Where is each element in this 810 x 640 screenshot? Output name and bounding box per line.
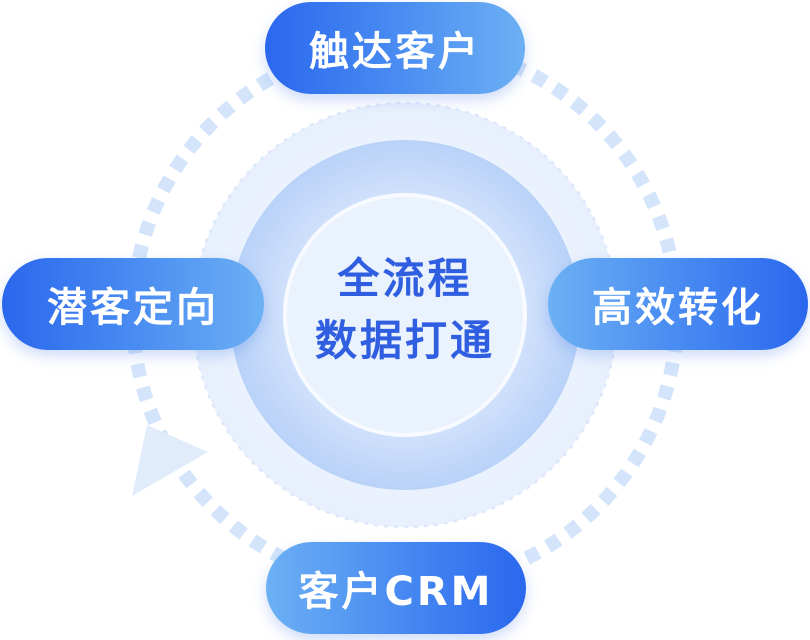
node-customer-crm: 客户CRM [266, 542, 526, 634]
center-line-2: 数据打通 [314, 316, 495, 365]
node-prospect-targeting: 潜客定向 [2, 258, 264, 350]
cycle-arrow-icon [132, 425, 208, 496]
node-left-label: 潜客定向 [47, 285, 219, 331]
center-line-1: 全流程 [337, 254, 473, 303]
node-top-label: 触达客户 [309, 29, 481, 75]
node-right-label: 高效转化 [592, 285, 764, 331]
center-circle [283, 193, 527, 437]
node-efficient-conversion: 高效转化 [548, 258, 808, 350]
node-reach-customers: 触达客户 [265, 2, 525, 94]
center-label: 全流程 数据打通 [285, 248, 525, 372]
node-bottom-label: 客户CRM [298, 569, 494, 615]
